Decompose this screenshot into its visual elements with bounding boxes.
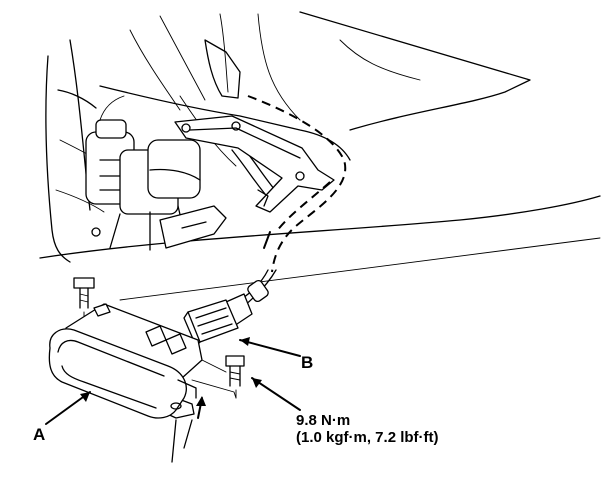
body-panel-outline [39, 11, 601, 301]
torque-nm: 9.8 N·m [296, 412, 351, 429]
mounting-bracket [174, 115, 335, 213]
torque-spec: 9.8 N·m (1.0 kgf·m, 7.2 lbf·ft) [296, 412, 439, 446]
callout-a: A [33, 425, 46, 444]
callout-b: B [301, 353, 314, 372]
harness-route-dashed [247, 95, 347, 273]
control-unit [48, 303, 237, 419]
engine-compartment [45, 39, 281, 263]
torque-alt: (1.0 kgf·m, 7.2 lbf·ft) [296, 428, 439, 446]
lower-bolt [225, 355, 245, 399]
harness-connector [183, 269, 277, 347]
leader-lines [45, 337, 301, 463]
